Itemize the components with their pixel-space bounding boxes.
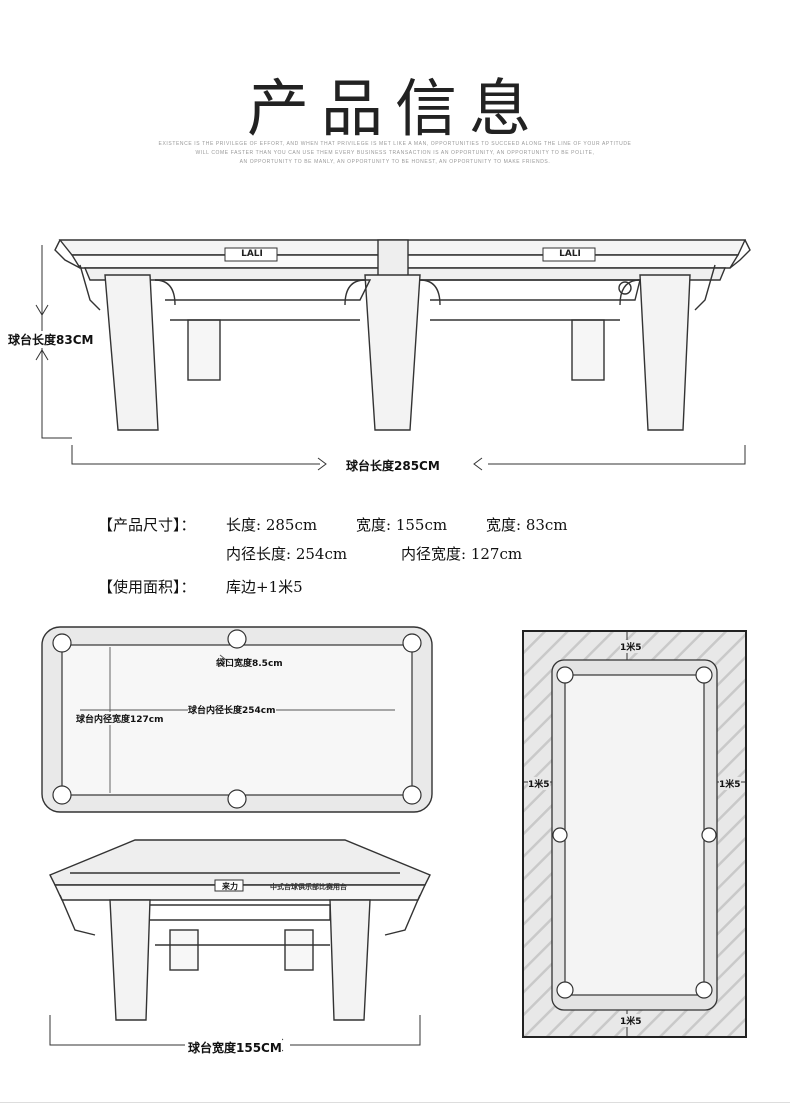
size-heading: 【产品尺寸】： <box>98 516 196 534</box>
length-dimension-label: 球台长度285CM <box>346 457 440 474</box>
spec-length: 长度: 285cm <box>226 516 318 534</box>
area-view-drawing <box>522 630 747 1038</box>
page-title: 产品信息 <box>246 72 543 145</box>
spec-inner-length: 内径长度: 254cm <box>226 545 348 563</box>
tagline-line-2: WILL COME FASTER THAN YOU CAN USE THEM E… <box>195 150 595 156</box>
front-logo-left: LALI <box>241 249 263 259</box>
inner-length-label: 球台内径长度254cm <box>188 703 276 716</box>
area-heading: 【使用面积】： <box>98 578 196 596</box>
spec-inner-width: 内径宽度: 127cm <box>401 545 523 563</box>
area-left-label: 1米5 <box>528 777 550 790</box>
front-logo-right: LALI <box>559 249 581 259</box>
front-view-drawing <box>35 239 751 471</box>
height-dimension-label: 球台长度83CM <box>8 331 94 348</box>
side-view-drawing <box>49 839 431 1052</box>
side-org-label: 中式台球俱乐部比赛用台 <box>270 883 347 891</box>
tagline-line-1: EXISTENCE IS THE PRIVILEGE OF EFFORT, AN… <box>158 141 632 147</box>
area-top-label: 1米5 <box>620 640 642 653</box>
inner-width-label: 球台内径宽度127cm <box>76 712 164 725</box>
tagline-line-3: AN OPPORTUNITY TO BE MANLY, AN OPPORTUNI… <box>239 159 551 165</box>
area-right-label: 1米5 <box>719 777 741 790</box>
spec-height: 宽度: 83cm <box>486 516 568 534</box>
bottom-divider <box>0 1102 790 1103</box>
spec-width: 宽度: 155cm <box>356 516 448 534</box>
pocket-width-label: 袋口宽度8.5cm <box>216 659 283 669</box>
area-bottom-label: 1米5 <box>620 1014 642 1027</box>
top-view-drawing <box>41 626 433 813</box>
side-brand-logo: 来力 <box>222 882 238 891</box>
area-value: 库边+1米5 <box>226 578 303 596</box>
width-dimension-label: 球台宽度155CM <box>188 1039 282 1056</box>
